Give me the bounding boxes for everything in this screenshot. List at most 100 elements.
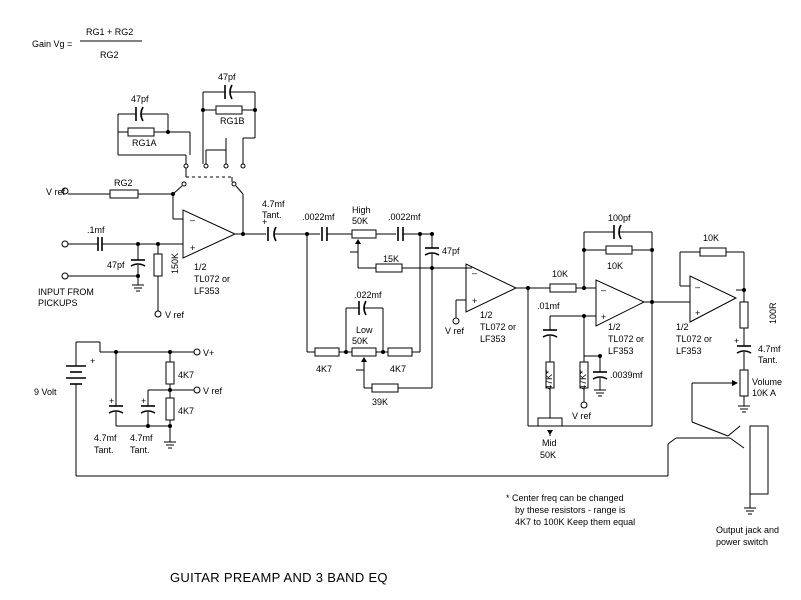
opamp2-label-c: LF353 — [480, 334, 506, 344]
res-47k-a-label: 47K* — [544, 370, 554, 390]
res-10k-fb-label: 10K — [607, 261, 623, 271]
cap-022-label: .022mf — [354, 290, 382, 300]
res-15k-label: 15K — [383, 254, 399, 264]
cap-47mf-out-a-label: 4.7mf — [758, 344, 781, 354]
svg-text:–: – — [601, 285, 606, 295]
opamp1-label-b: TL072 or — [194, 274, 230, 284]
footnote-line-2: by these resistors - range is — [515, 505, 626, 515]
low-label: Low — [356, 325, 373, 335]
svg-text:+: + — [109, 396, 114, 406]
footnote-line-1: * Center freq can be changed — [506, 493, 624, 503]
battery-label: 9 Volt — [34, 387, 57, 397]
output-label: Output jack and — [716, 525, 779, 535]
opamp-4 — [689, 275, 738, 323]
svg-text:+: + — [90, 356, 95, 366]
rg1a-label: RG1A — [132, 138, 157, 148]
low-pot — [351, 347, 377, 357]
high-value-label: 50K — [352, 216, 368, 226]
rg1b-label: RG1B — [220, 116, 245, 126]
cap-47pf-b-label: 47pf — [218, 72, 236, 82]
res-4k7-s2-label: 4K7 — [178, 406, 194, 416]
cap-tant1-a-label: 4.7mf — [94, 433, 117, 443]
opamp4-label-b: TL072 or — [676, 334, 712, 344]
gain-numerator: RG1 + RG2 — [86, 27, 133, 37]
svg-text:+: + — [141, 396, 146, 406]
res-10k-out-label: 10K — [703, 233, 719, 243]
mid-value-label: 50K — [540, 450, 556, 460]
vref-label-op2: V ref — [445, 326, 465, 336]
output-label-2: power switch — [716, 537, 768, 547]
opamp3-label-a: 1/2 — [608, 322, 621, 332]
volume-label: Volume — [752, 377, 782, 387]
cap-tant1-b-label: Tant. — [94, 445, 114, 455]
cap-tant2-b-label: Tant. — [130, 445, 150, 455]
cap-01mf-mid-label: .01mf — [537, 301, 560, 311]
svg-text:+: + — [734, 336, 739, 346]
svg-text:–: – — [695, 282, 700, 292]
footnote-line-3: 4K7 to 100K Keep them equal — [515, 517, 635, 527]
output-stage: – + 10K 1/2 TL072 or LF353 100R + 4.7mf … — [676, 233, 782, 437]
cap-01mf-label: .1mf — [87, 225, 105, 235]
input-terminal-hot — [61, 240, 69, 248]
res-4k7-right-label: 4K7 — [390, 364, 406, 374]
res-47k-b-label: 47K* — [578, 370, 588, 390]
cap-tant2-a-label: 4.7mf — [130, 433, 153, 443]
svg-text:–: – — [472, 268, 477, 278]
power-supply: + 9 Volt V+ 4K7 V ref 4K7 + 4.7mf — [34, 341, 223, 476]
input-terminal-ground — [61, 272, 69, 280]
mid-stage: 10K – + 1/2 TL072 or LF353 100pf 10K . — [528, 213, 690, 460]
vplus-label: V+ — [203, 348, 214, 358]
res-100r-label: 100R — [768, 302, 778, 324]
cap-47pf-input-label: 47pf — [107, 260, 125, 270]
res-39k-label: 39K — [372, 397, 388, 407]
diagram-title: GUITAR PREAMP AND 3 BAND EQ — [170, 570, 388, 585]
opamp2-label-a: 1/2 — [480, 310, 493, 320]
opamp-2-stage: – + V ref 1/2 TL072 or LF353 — [445, 263, 550, 426]
vref-terminal-1 — [61, 187, 69, 195]
input-label-2: PICKUPS — [38, 298, 78, 308]
svg-text:+: + — [695, 308, 700, 318]
cap-0039-label: .0039mf — [610, 370, 643, 380]
svg-text:+: + — [190, 243, 195, 253]
opamp4-label-c: LF353 — [676, 346, 702, 356]
res-150k-label: 150K — [170, 253, 180, 274]
opamp3-label-c: LF353 — [608, 346, 634, 356]
coupling-cap-1: + 4.7mf Tant. — [262, 199, 320, 242]
res-4k7-left-label: 4K7 — [316, 364, 332, 374]
opamp-3 — [595, 279, 646, 327]
cap-47pf-a-label: 47pf — [131, 94, 149, 104]
vref-label-mid: V ref — [572, 411, 592, 421]
opamp-2 — [465, 263, 518, 313]
opamp4-label-a: 1/2 — [676, 322, 689, 332]
high-label: High — [352, 205, 371, 215]
vref-label-1: V ref — [46, 187, 66, 197]
volume-value-label: 10K A — [752, 388, 776, 398]
cap-47pf-tone-label: 47pf — [442, 246, 460, 256]
mid-label: Mid — [542, 438, 557, 448]
volume-pot — [739, 369, 749, 397]
res-10k-in-label: 10K — [552, 269, 568, 279]
cap-47mf-out-b-label: Tant. — [758, 355, 778, 365]
gain-denominator: RG2 — [100, 50, 119, 60]
opamp-1 — [182, 209, 237, 259]
gain-label: Gain Vg = — [32, 39, 72, 49]
svg-text:+: + — [601, 312, 606, 322]
opamp1-label-c: LF353 — [194, 286, 220, 296]
cap-47mf-a-label: 4.7mf — [262, 199, 285, 209]
vref-label-bias: V ref — [165, 310, 185, 320]
gain-stage: V ref .1mf 47pf 150K V ref INPUT FROM PI… — [38, 72, 266, 320]
mid-pot — [537, 417, 563, 427]
low-value-label: 50K — [352, 336, 368, 346]
cap-100pf-label: 100pf — [608, 213, 631, 223]
svg-text:+: + — [262, 217, 267, 227]
cap-47mf-b-label: Tant. — [262, 210, 282, 220]
opamp3-label-b: TL072 or — [608, 334, 644, 344]
rg2-label: RG2 — [114, 178, 133, 188]
vref-supply-label: V ref — [203, 386, 223, 396]
cap-0022-a-label: .0022mf — [302, 212, 335, 222]
cap-0022-b-label: .0022mf — [388, 212, 421, 222]
tone-stack: .0022mf High 50K .0022mf 47pf 15K 4K7 — [302, 205, 472, 407]
input-label: INPUT FROM — [38, 287, 94, 297]
